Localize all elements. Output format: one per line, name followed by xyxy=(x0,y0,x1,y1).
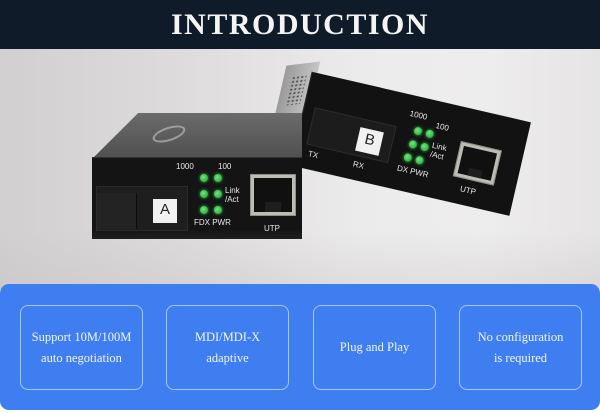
page-title: INTRODUCTION xyxy=(170,7,430,41)
fiber-port-b: B xyxy=(306,107,397,164)
feature-card-plug-and-play: Plug and Play xyxy=(313,305,436,390)
media-converter-b: B TX RX 1000 100 Link /Act DX PWR UTP xyxy=(266,61,534,269)
feature-card-no-configuration: No configuration is required xyxy=(459,305,582,390)
utp-label-b: UTP xyxy=(459,184,477,197)
features-panel: Support 10M/100M auto negotiation MDI/MD… xyxy=(0,284,600,410)
feature-label: Support 10M/100M auto negotiation xyxy=(31,329,132,365)
device-a-front-panel: A 1000 100 Link /Act FDX PWR UTP xyxy=(92,157,302,239)
port-label-b: B xyxy=(355,127,384,156)
led-1000-icon xyxy=(200,174,208,182)
led-pwr-icon xyxy=(414,155,425,166)
tx-label: TX xyxy=(307,149,320,161)
device-a-top-panel xyxy=(92,113,302,159)
led-fdx-icon xyxy=(200,206,208,214)
led-dx-icon xyxy=(403,152,413,163)
led-100-icon xyxy=(424,129,435,139)
vent-grille-icon xyxy=(285,74,307,106)
header-banner: INTRODUCTION xyxy=(0,0,600,49)
led-label-100: 100 xyxy=(434,121,450,133)
feature-card-mdi-mdix: MDI/MDI-X adaptive xyxy=(166,305,289,390)
led-link-act-icon xyxy=(419,142,430,152)
rx-label: RX xyxy=(352,159,365,171)
led-label-fdx-pwr: FDX PWR xyxy=(194,218,231,227)
utp-label-a: UTP xyxy=(264,224,280,233)
port-label-a: A xyxy=(153,199,177,223)
led-label-link-act: Link /Act xyxy=(225,186,240,204)
led-label-1000: 1000 xyxy=(176,162,194,171)
led-100-icon xyxy=(214,174,222,182)
led-label-dx-pwr: DX PWR xyxy=(396,163,430,180)
rj45-port-a xyxy=(250,174,296,216)
feature-card-auto-negotiation: Support 10M/100M auto negotiation xyxy=(20,305,143,390)
feature-label: Plug and Play xyxy=(339,340,410,354)
media-converter-a: A 1000 100 Link /Act FDX PWR UTP xyxy=(92,113,302,243)
led-link-left-icon xyxy=(408,139,418,150)
led-link-act-icon xyxy=(214,190,222,198)
rj45-port-b xyxy=(452,141,502,186)
feature-label: No configuration is required xyxy=(477,329,564,365)
led-label-1000: 1000 xyxy=(408,108,429,122)
brand-logo-icon xyxy=(150,122,188,146)
led-label-link-act: Link /Act xyxy=(429,140,448,162)
led-label-100: 100 xyxy=(218,162,232,171)
feature-label: MDI/MDI-X adaptive xyxy=(194,329,261,365)
led-pwr-icon xyxy=(214,206,222,214)
device-b-front-panel: B TX RX 1000 100 Link /Act DX PWR UTP xyxy=(290,71,531,216)
led-1000-icon xyxy=(413,126,423,136)
fiber-port-a: A xyxy=(96,186,188,231)
product-photo: B TX RX 1000 100 Link /Act DX PWR UTP xyxy=(0,49,600,289)
led-link-left-icon xyxy=(200,190,208,198)
